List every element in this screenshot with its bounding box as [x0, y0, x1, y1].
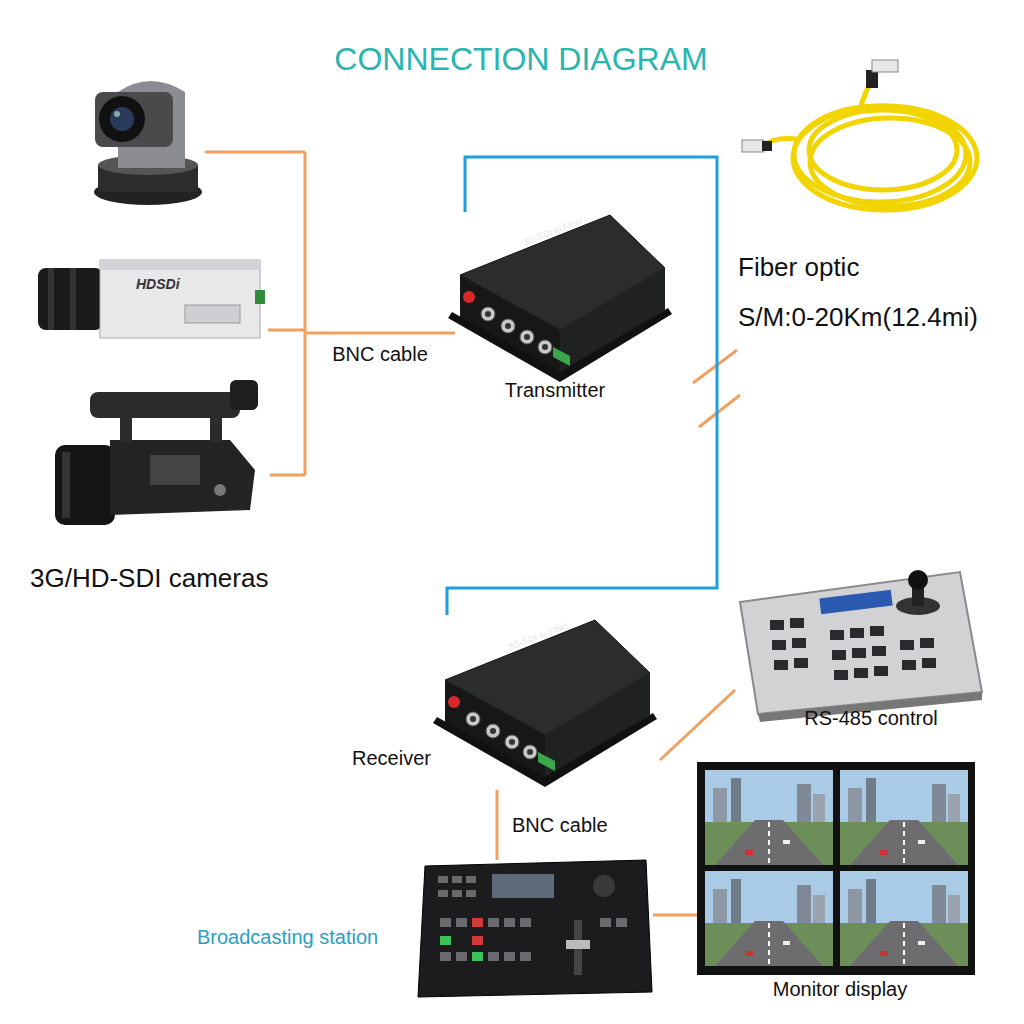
device-caption: Receiver	[352, 746, 431, 770]
device-node: 3G/HD-SDI cameras	[20, 60, 305, 605]
cable-link	[653, 914, 697, 917]
diagram-title: CONNECTION DIAGRAM	[334, 40, 707, 78]
transmitter-box	[448, 215, 672, 382]
camcorder	[55, 380, 258, 525]
cable-link	[660, 690, 735, 760]
monitor-wall	[697, 762, 975, 975]
device-node: RS-485 control	[735, 565, 980, 735]
fiber-coil	[760, 82, 977, 210]
device-node: Transmitter	[455, 212, 670, 407]
control-keyboard	[740, 570, 982, 722]
cable-link	[305, 332, 455, 335]
cable-label: BNC cable	[330, 342, 430, 366]
text-label: S/M:0-20Km(12.4mi)	[738, 302, 978, 333]
device-node: Receiver	[440, 615, 660, 790]
camera-wires	[205, 152, 305, 475]
device-caption: Monitor display	[773, 977, 908, 1001]
ptz-camera	[94, 81, 202, 205]
device-node: Monitor display	[697, 760, 977, 1005]
text-label: Fiber optic	[738, 252, 859, 283]
device-caption: RS-485 control	[804, 706, 937, 730]
box-camera	[38, 260, 265, 338]
device-node: Broadcasting station	[418, 860, 653, 1002]
fiber-link	[447, 157, 717, 615]
broadcast-switcher	[418, 860, 652, 997]
receiver-box	[433, 620, 657, 787]
device-caption: 3G/HD-SDI cameras	[30, 563, 268, 594]
device-caption: Broadcasting station	[197, 925, 378, 949]
cable-link	[496, 790, 499, 860]
text-label: HDSDi	[136, 276, 180, 293]
fiber-connectors	[742, 60, 898, 152]
device-caption: Transmitter	[505, 378, 605, 402]
cable-label: BNC cable	[510, 813, 610, 837]
